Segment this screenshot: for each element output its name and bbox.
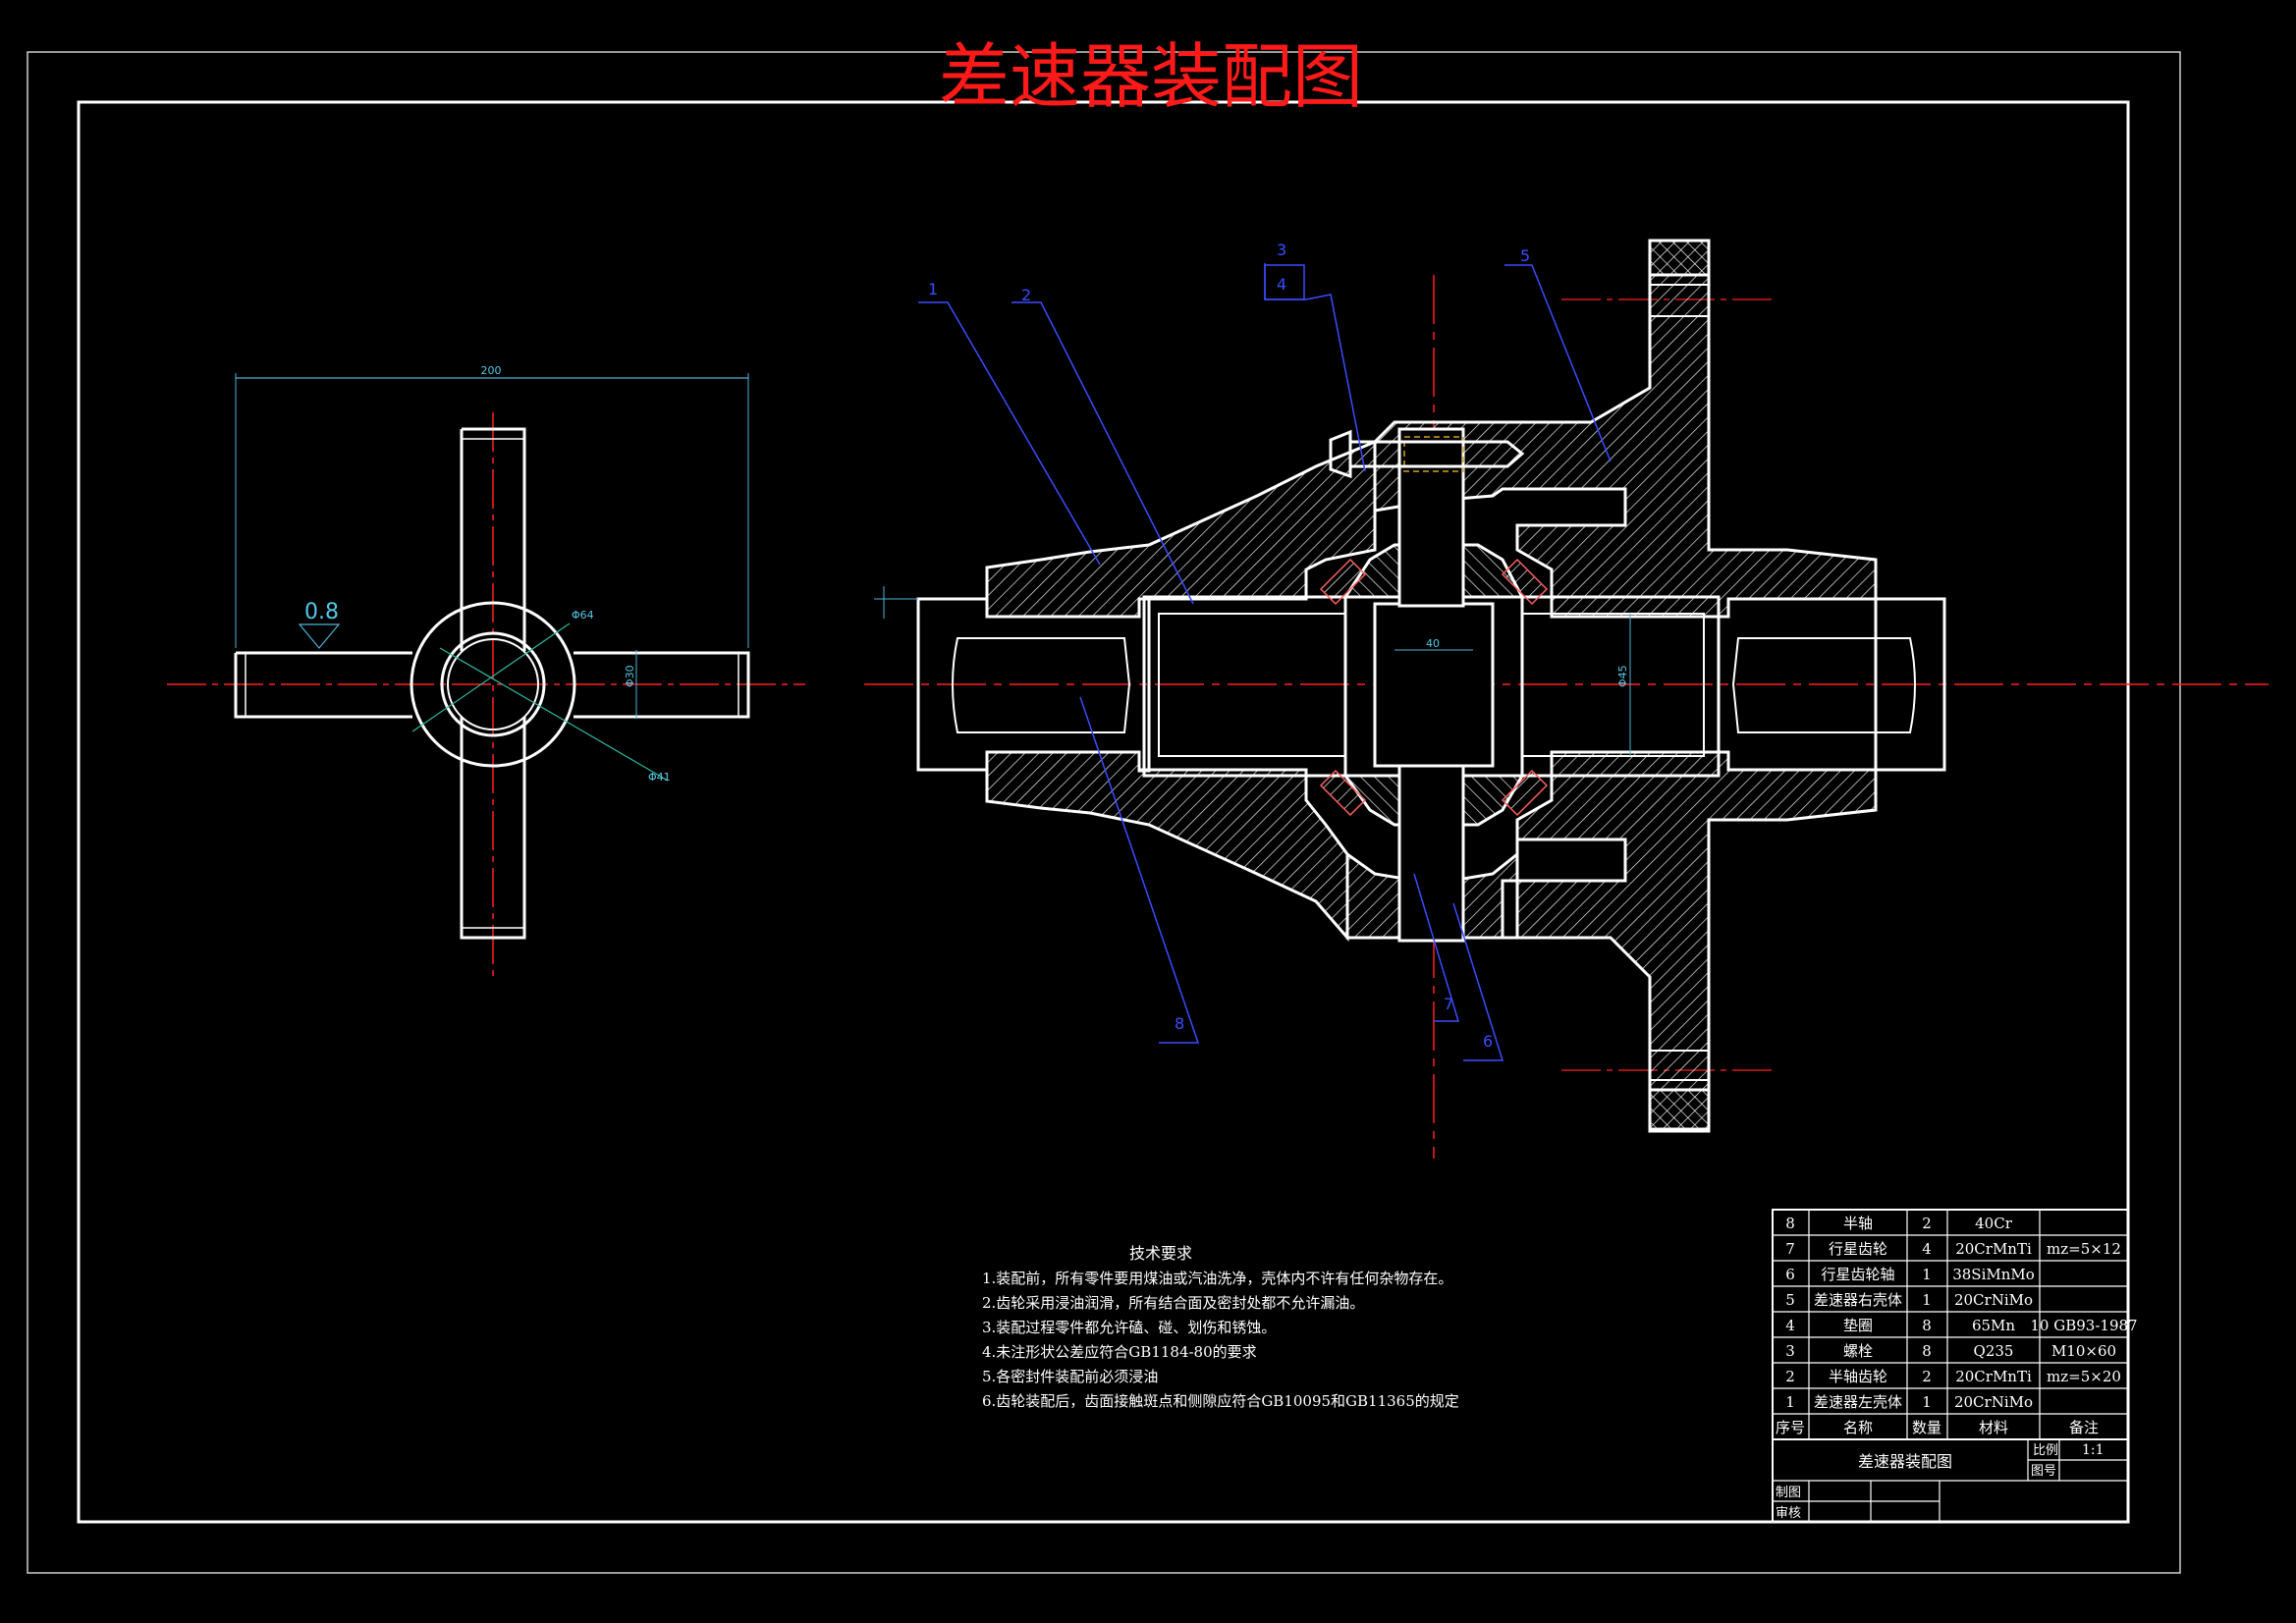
surface-finish: 0.8 [304, 600, 339, 624]
tech-item: 1.装配前，所有零件要用煤油或汽油洗净，壳体内不许有任何杂物存在。 [982, 1270, 1452, 1287]
bom-material: 65Mn [1972, 1317, 2015, 1334]
bom-note: mz=5×12 [2047, 1240, 2121, 1258]
bom-table: 8 半轴 2 40Cr 7 行星齿轮 4 20CrMnTi mz=5×12 6 … [1772, 1209, 2138, 1440]
balloon-5: 5 [1520, 246, 1530, 265]
balloon-6: 6 [1483, 1032, 1493, 1051]
tech-item: 2.齿轮采用浸油润滑，所有结合面及密封处都不允许漏油。 [982, 1294, 1364, 1312]
leaders [918, 263, 1612, 1061]
bom-header-material: 材料 [1979, 1419, 2008, 1436]
bom-no: 4 [1785, 1317, 1795, 1334]
balloon-8: 8 [1175, 1014, 1184, 1033]
scale-value: 1:1 [2082, 1442, 2105, 1458]
title-block: 差速器装配图 比例 1:1 图号 制图 审核 [1772, 1438, 2129, 1523]
bom-material: 20CrNiMo [1954, 1291, 2033, 1309]
bom-material: 20CrMnTi [1955, 1240, 2032, 1258]
main-dims: 40 Φ45 [874, 586, 1631, 756]
bom-qty: 8 [1922, 1342, 1932, 1360]
bom-header-no: 序号 [1776, 1419, 1805, 1436]
bom-header-name: 名称 [1843, 1419, 1873, 1436]
dim-bore: Φ30 [624, 665, 636, 687]
assembly-section-view [864, 239, 2269, 1159]
bom-no: 5 [1785, 1291, 1795, 1309]
dim-shaft: Φ45 [1616, 665, 1629, 687]
dim-width: 200 [481, 364, 502, 377]
drawn-label: 制图 [1776, 1486, 1801, 1500]
tech-heading: 技术要求 [1129, 1244, 1192, 1263]
checked-label: 审核 [1776, 1506, 1801, 1521]
dim-width-center: 40 [1426, 637, 1440, 650]
bom-name: 垫圈 [1843, 1317, 1873, 1334]
bom-note: mz=5×20 [2047, 1368, 2121, 1385]
balloon-4: 4 [1277, 275, 1286, 294]
bom-name: 行星齿轮轴 [1821, 1266, 1894, 1283]
title-block-name: 差速器装配图 [1858, 1452, 1952, 1471]
drawing-title: 差速器装配图 [939, 35, 1363, 118]
outer-border [27, 51, 2181, 1574]
tech-item: 5.各密封件装配前必须浸油 [982, 1368, 1158, 1385]
bom-material: Q235 [1974, 1342, 2014, 1360]
bom-name: 半轴 [1843, 1215, 1873, 1232]
bom-qty: 1 [1922, 1393, 1932, 1411]
bom-note: M10×60 [2051, 1342, 2116, 1360]
dim-diameter-2: Φ41 [648, 771, 671, 784]
tech-item: 3.装配过程零件都允许磕、碰、划伤和锈蚀。 [982, 1319, 1276, 1336]
balloon-1: 1 [928, 280, 938, 298]
bom-material: 20CrMnTi [1955, 1368, 2032, 1385]
bom-qty: 2 [1922, 1215, 1932, 1232]
balloon-3: 3 [1277, 241, 1286, 259]
balloon-2: 2 [1021, 286, 1031, 304]
cross-shaft-dims: 200 Φ64 Φ41 Φ30 0.8 [235, 364, 749, 784]
bom-no: 2 [1785, 1368, 1795, 1385]
bom-note: 10 GB93-1987 [2030, 1317, 2137, 1334]
bom-material: 40Cr [1975, 1215, 2013, 1232]
scale-label: 比例 [2033, 1443, 2058, 1458]
cross-shaft-view [167, 412, 805, 982]
bom-qty: 4 [1922, 1240, 1932, 1258]
bom-no: 7 [1785, 1240, 1795, 1258]
bom-qty: 8 [1922, 1317, 1932, 1334]
dim-diameter-1: Φ64 [572, 609, 594, 622]
bom-material: 38SiMnMo [1952, 1266, 2035, 1283]
bom-name: 螺栓 [1843, 1342, 1873, 1360]
balloon-7: 7 [1444, 995, 1453, 1013]
bom-name: 差速器右壳体 [1814, 1291, 1902, 1309]
bom-name: 半轴齿轮 [1829, 1368, 1887, 1385]
balloon-labels: 1 2 3 4 5 6 7 8 [928, 241, 1530, 1051]
bom-no: 3 [1785, 1342, 1795, 1360]
bom-qty: 1 [1922, 1291, 1932, 1309]
tech-item: 6.齿轮装配后，齿面接触斑点和侧隙应符合GB10095和GB11365的规定 [982, 1392, 1459, 1410]
bom-no: 6 [1785, 1266, 1795, 1283]
bom-header-qty: 数量 [1912, 1419, 1941, 1436]
bom-material: 20CrNiMo [1954, 1393, 2033, 1411]
tech-item: 4.未注形状公差应符合GB1184-80的要求 [982, 1343, 1257, 1361]
bom-qty: 2 [1922, 1368, 1932, 1385]
bom-no: 1 [1785, 1393, 1795, 1411]
bom-name: 差速器左壳体 [1814, 1393, 1902, 1411]
inner-border [77, 100, 2130, 1524]
bom-header-note: 备注 [2069, 1419, 2099, 1436]
bom-qty: 1 [1922, 1266, 1932, 1283]
bom-name: 行星齿轮 [1829, 1240, 1887, 1258]
bom-no: 8 [1785, 1215, 1795, 1232]
drawing-no-label: 图号 [2031, 1464, 2056, 1479]
tech-requirements: 技术要求 1.装配前，所有零件要用煤油或汽油洗净，壳体内不许有任何杂物存在。 2… [982, 1244, 1459, 1410]
